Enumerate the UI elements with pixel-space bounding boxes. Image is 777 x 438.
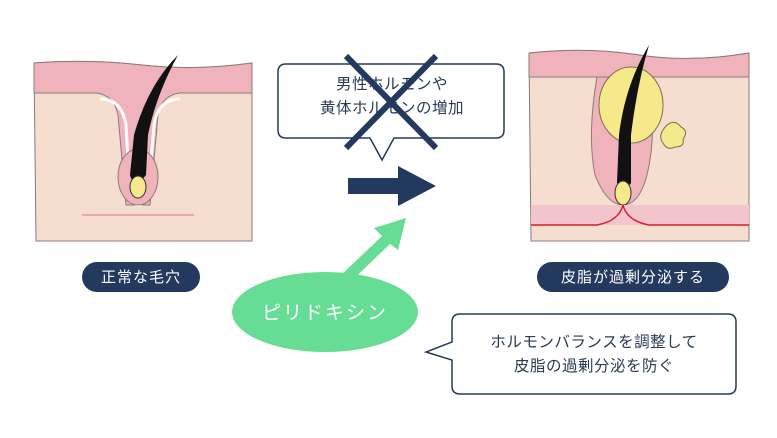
solution-line-2: 皮脂の過剰分泌を防ぐ: [513, 357, 674, 375]
hormone-increase-text: 男性ホルモンや 黄体ホルモンの増加: [284, 72, 500, 120]
excess-sebum-illustration: [528, 45, 750, 242]
bottom-speech-bubble: [423, 313, 737, 395]
right-arrow-icon: [348, 166, 436, 206]
solution-line-1: ホルモンバランスを調整して: [490, 333, 698, 351]
normal-pore-label: 正常な毛穴: [82, 262, 200, 292]
ingredient-ellipse: [232, 272, 418, 352]
ingredient-label: ピリドキシン: [261, 302, 388, 324]
solution-text: ホルモンバランスを調整して 皮脂の過剰分泌を防ぐ: [454, 330, 734, 378]
hormone-line-2: 黄体ホルモンの増加: [319, 99, 464, 117]
cross-mark-icon: [343, 53, 439, 151]
normal-pore-illustration: [33, 55, 253, 242]
top-speech-bubble: [277, 63, 505, 162]
green-up-arrow-icon: [336, 218, 406, 284]
excess-sebum-label: 皮脂が過剰分泌する: [537, 262, 729, 292]
hormone-line-1: 男性ホルモンや: [335, 75, 448, 93]
